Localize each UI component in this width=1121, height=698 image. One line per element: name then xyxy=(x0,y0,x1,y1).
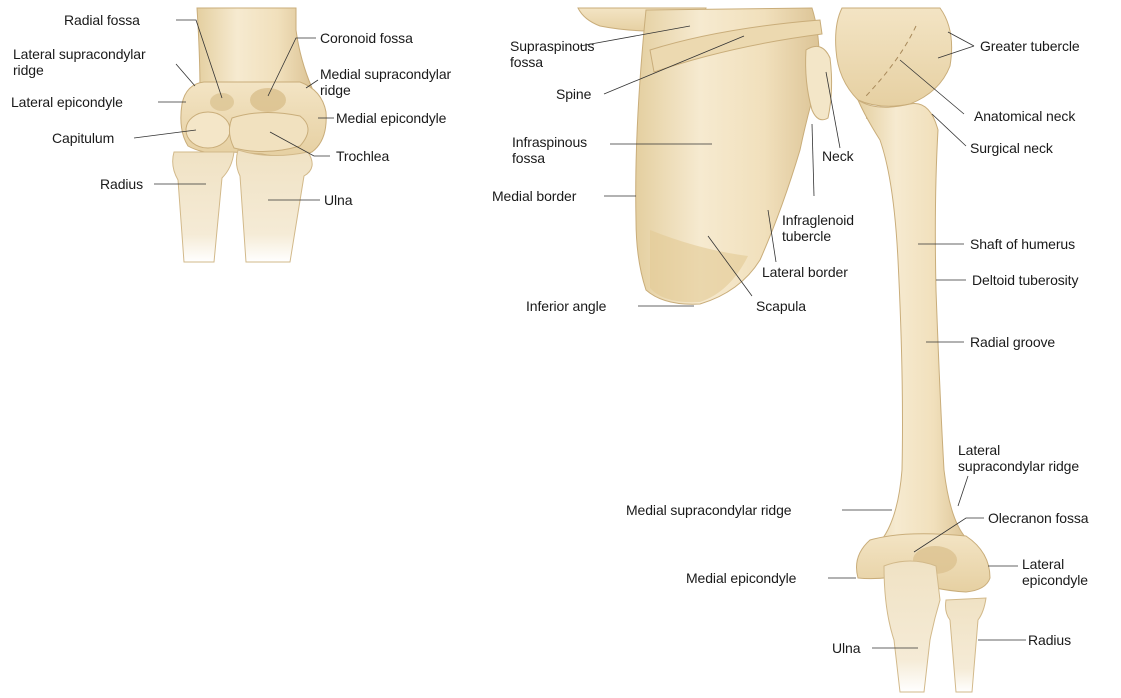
label-lateral-epicondyle-h-line2: epicondyle xyxy=(1022,572,1088,588)
leader-lateral-supracondylar-ridge-h xyxy=(958,476,968,506)
label-anatomical-neck: Anatomical neck xyxy=(974,108,1075,124)
label-medial-epicondyle: Medial epicondyle xyxy=(336,110,446,126)
label-coronoid-fossa: Coronoid fossa xyxy=(320,30,413,46)
humerus-shaft xyxy=(858,100,966,542)
label-infraspinous-fossa: Infraspinous fossa xyxy=(512,134,587,166)
label-inferior-angle: Inferior angle xyxy=(526,298,606,314)
leader-lateral-supracondylar-ridge xyxy=(176,64,195,86)
label-lateral-supracondylar-ridge-h: Lateral supracondylar ridge xyxy=(958,442,1079,474)
label-radius-h: Radius xyxy=(1028,632,1071,648)
label-supraspinous-fossa: Supraspinous fossa xyxy=(510,38,594,70)
label-olecranon-fossa: Olecranon fossa xyxy=(988,510,1088,526)
label-spine: Spine xyxy=(556,86,591,102)
humerus-radius xyxy=(946,598,987,692)
label-neck: Neck xyxy=(822,148,854,164)
elbow-trochlea xyxy=(229,112,308,151)
elbow-humerus-shaft xyxy=(197,8,312,92)
elbow-ulna xyxy=(236,150,312,262)
label-medial-epicondyle-h: Medial epicondyle xyxy=(686,570,796,586)
label-lateral-epicondyle-h-line1: Lateral xyxy=(1022,556,1088,572)
label-medial-supracondylar-ridge-h: Medial supracondylar ridge xyxy=(626,502,792,518)
label-trochlea: Trochlea xyxy=(336,148,389,164)
elbow-capitulum xyxy=(186,112,230,148)
label-supraspinous-fossa-line2: fossa xyxy=(510,54,594,70)
label-ulna: Ulna xyxy=(324,192,352,208)
elbow-radius xyxy=(173,152,234,262)
label-lateral-epicondyle-h: Lateral epicondyle xyxy=(1022,556,1088,588)
label-surgical-neck: Surgical neck xyxy=(970,140,1053,156)
label-lateral-supracondylar-ridge-h-line2: supracondylar ridge xyxy=(958,458,1079,474)
label-lateral-supracondylar-ridge-line2: ridge xyxy=(13,62,146,78)
elbow-detail-illustration xyxy=(173,8,327,262)
label-medial-supracondylar-ridge-line1: Medial supracondylar xyxy=(320,66,451,82)
label-radius: Radius xyxy=(100,176,143,192)
label-shaft-of-humerus: Shaft of humerus xyxy=(970,236,1075,252)
label-lateral-supracondylar-ridge-h-line1: Lateral xyxy=(958,442,1079,458)
label-lateral-epicondyle: Lateral epicondyle xyxy=(11,94,123,110)
label-infraglenoid-tubercle: Infraglenoid tubercle xyxy=(782,212,854,244)
label-capitulum: Capitulum xyxy=(52,130,114,146)
humerus-head xyxy=(836,8,952,106)
label-infraglenoid-tubercle-line1: Infraglenoid xyxy=(782,212,854,228)
label-radial-fossa: Radial fossa xyxy=(64,12,140,28)
label-greater-tubercle: Greater tubercle xyxy=(980,38,1080,54)
label-radial-groove: Radial groove xyxy=(970,334,1055,350)
label-infraspinous-fossa-line1: Infraspinous xyxy=(512,134,587,150)
label-medial-supracondylar-ridge-line2: ridge xyxy=(320,82,451,98)
label-deltoid-tuberosity: Deltoid tuberosity xyxy=(972,272,1078,288)
label-lateral-supracondylar-ridge: Lateral supracondylar ridge xyxy=(13,46,146,78)
humerus-ulna xyxy=(884,561,940,692)
elbow-coronoid-fossa xyxy=(250,88,286,112)
leader-infraglenoid-tubercle xyxy=(812,124,814,196)
elbow-radial-fossa xyxy=(210,93,234,111)
label-medial-border: Medial border xyxy=(492,188,576,204)
label-scapula: Scapula xyxy=(756,298,806,314)
label-lateral-border: Lateral border xyxy=(762,264,848,280)
label-lateral-supracondylar-ridge-line1: Lateral supracondylar xyxy=(13,46,146,62)
label-infraspinous-fossa-line2: fossa xyxy=(512,150,587,166)
humerus-illustration xyxy=(836,8,990,692)
label-medial-supracondylar-ridge: Medial supracondylar ridge xyxy=(320,66,451,98)
label-supraspinous-fossa-line1: Supraspinous xyxy=(510,38,594,54)
label-ulna-h: Ulna xyxy=(832,640,860,656)
label-infraglenoid-tubercle-line2: tubercle xyxy=(782,228,854,244)
